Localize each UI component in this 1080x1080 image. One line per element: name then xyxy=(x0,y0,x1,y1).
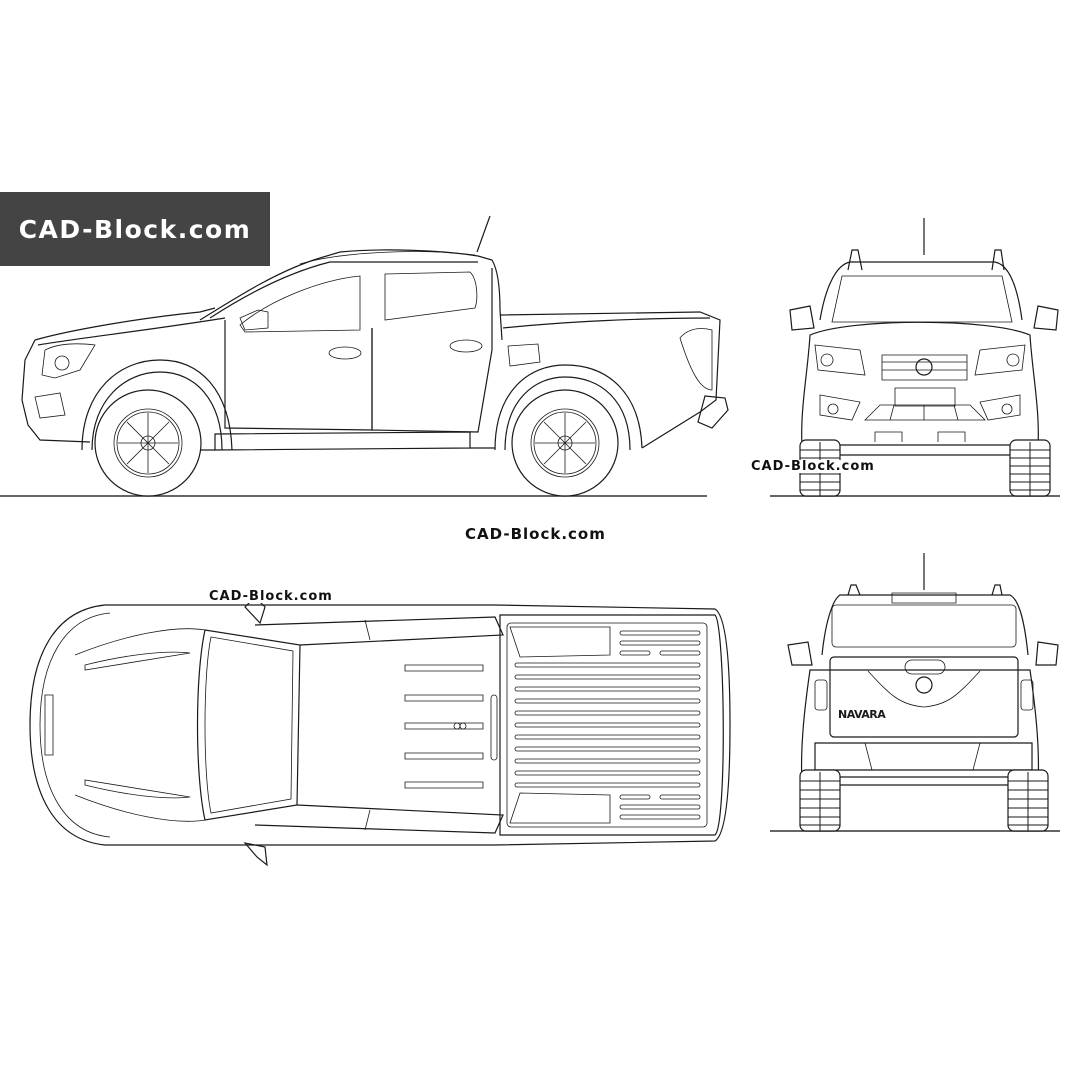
right-fog-light xyxy=(980,395,1020,420)
cab-outline xyxy=(822,595,1028,655)
rear-door xyxy=(372,268,492,432)
tail-light xyxy=(680,328,712,390)
badge xyxy=(916,359,932,375)
left-headlight xyxy=(815,345,865,375)
bed-ribs xyxy=(515,631,700,819)
right-mirror xyxy=(1034,306,1058,330)
antenna xyxy=(477,216,490,252)
right-rear-tire xyxy=(1008,770,1048,831)
cab-roof xyxy=(200,250,502,340)
left-mirror xyxy=(790,306,814,330)
front-body xyxy=(802,322,1039,445)
right-front-tire xyxy=(1010,440,1050,496)
tailgate-handle xyxy=(905,660,945,674)
fog-light xyxy=(35,393,65,418)
headlight xyxy=(42,344,95,378)
roof-rails xyxy=(848,250,1004,270)
roof-rails xyxy=(848,585,1002,595)
tailgate xyxy=(830,657,1018,737)
plate xyxy=(895,388,955,406)
banner-text: CAD-Block.com xyxy=(18,214,252,244)
left-rear-tire xyxy=(800,770,840,831)
truck-bed xyxy=(500,615,723,835)
rear-bumper xyxy=(698,396,728,428)
side-view-drawing xyxy=(0,200,720,500)
badge xyxy=(916,677,932,693)
rear-window xyxy=(385,272,477,320)
windshield xyxy=(198,630,301,820)
body-outline xyxy=(30,605,730,845)
top-view-drawing xyxy=(25,595,735,865)
door-handle xyxy=(329,347,361,359)
front-door xyxy=(225,320,372,430)
right-tail-light xyxy=(1021,680,1033,710)
model-badge: NAVARA xyxy=(838,708,886,721)
truck-bed xyxy=(500,312,720,412)
brake-light xyxy=(892,593,956,603)
right-headlight xyxy=(975,345,1025,375)
grille xyxy=(882,355,967,380)
rear-view-drawing: NAVARA xyxy=(770,545,1070,845)
fuel-cap xyxy=(508,344,540,366)
center-watermark: CAD-Block.com xyxy=(465,525,606,543)
windshield xyxy=(832,276,1012,322)
right-mirror xyxy=(245,843,267,865)
site-banner: CAD-Block.com xyxy=(0,192,270,266)
rear-window xyxy=(832,605,1016,647)
left-mirror xyxy=(788,642,812,665)
left-tail-light xyxy=(815,680,827,710)
top-view-watermark: CAD-Block.com xyxy=(209,589,333,604)
rear-body xyxy=(802,670,1039,785)
right-mirror xyxy=(1036,642,1058,665)
side-step xyxy=(215,432,470,450)
cab-outline xyxy=(820,262,1022,320)
front-window xyxy=(240,276,360,332)
left-fog-light xyxy=(820,395,860,420)
side-mirror xyxy=(240,310,268,330)
rear-bumper xyxy=(815,743,1032,770)
front-view-watermark: CAD-Block.com xyxy=(751,459,875,474)
